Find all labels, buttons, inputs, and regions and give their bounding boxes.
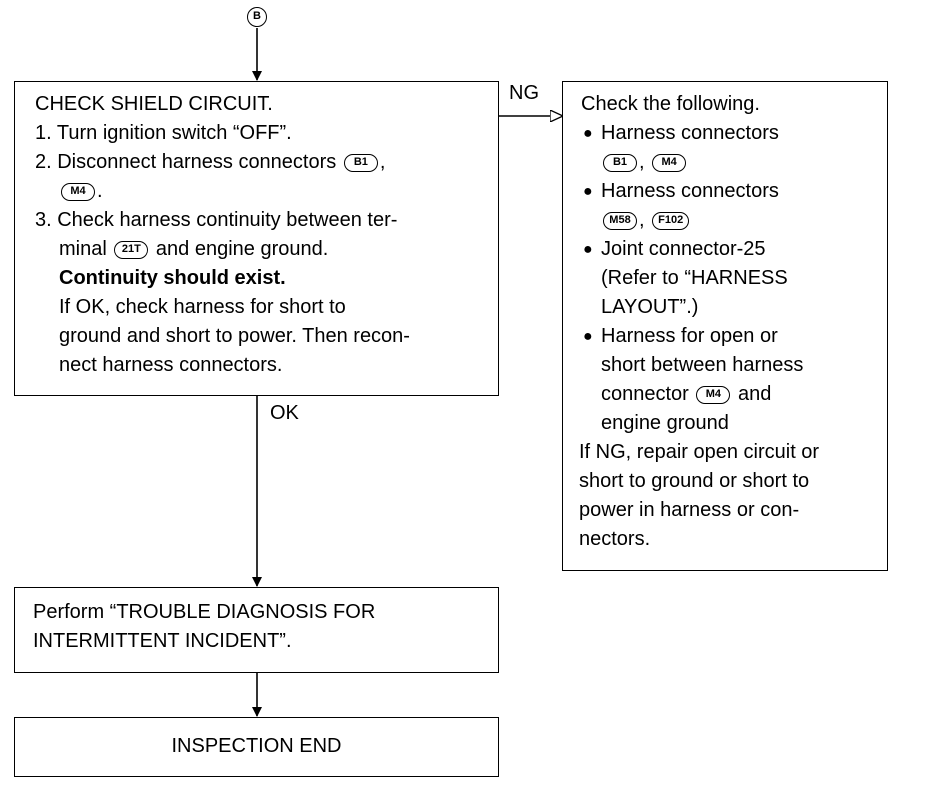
ng-item4-conn-post: and <box>737 383 772 405</box>
ng-item2: Harness connectors <box>601 180 779 202</box>
ng-repair-line1: If NG, repair open circuit or <box>579 441 820 463</box>
ng-item1: Harness connectors <box>601 122 779 144</box>
inspection-end-text: INSPECTION END <box>171 735 342 757</box>
perform-line2: INTERMITTENT INCIDENT”. <box>33 630 292 652</box>
shield-step3-line1: 3. Check harness continuity between ter- <box>35 209 398 231</box>
shield-step3-rest: and engine ground. <box>155 238 329 260</box>
inspection-end-box: INSPECTION END <box>14 717 499 777</box>
ng-item4-conn-pre: connector <box>601 383 689 405</box>
bullet-4: ● <box>583 328 593 345</box>
ng-item3-line3: LAYOUT”.) <box>601 296 699 318</box>
ng-item2-conns: M58, F102 <box>601 206 691 235</box>
ng-item1-conns: B1, M4 <box>601 148 688 177</box>
perform-trouble-diagnosis-box: Perform “TROUBLE DIAGNOSIS FOR INTERMITT… <box>14 587 499 673</box>
bullet-3: ● <box>583 241 593 258</box>
connector-m58: M58 <box>603 211 637 230</box>
bullet-1: ● <box>583 125 593 142</box>
shield-title: CHECK SHIELD CIRCUIT. <box>35 93 273 115</box>
shield-step3-line2: minal 21T and engine ground. <box>59 235 328 264</box>
connector-b1: B1 <box>603 153 637 172</box>
check-shield-circuit-box: CHECK SHIELD CIRCUIT. 1. Turn ignition s… <box>14 81 499 396</box>
continuity-requirement: Continuity should exist. <box>59 267 286 289</box>
ng-item4-line2: short between harness <box>601 354 804 376</box>
ng-repair-line4: nectors. <box>579 528 651 550</box>
shield-step1: 1. Turn ignition switch “OFF”. <box>35 122 292 144</box>
ng-intro: Check the following. <box>581 93 760 115</box>
ng-item3-line1: Joint connector-25 <box>601 238 766 260</box>
perform-line1: Perform “TROUBLE DIAGNOSIS FOR <box>33 601 376 623</box>
connector-m4: M4 <box>652 153 687 172</box>
start-connector-b: B <box>247 7 267 27</box>
check-following-box: Check the following. ● Harness connector… <box>562 81 888 571</box>
connector-m4: M4 <box>696 385 731 404</box>
shield-step2-text: 2. Disconnect harness connectors <box>35 151 337 173</box>
ng-item4-line3: connector M4 and <box>601 380 771 409</box>
connector-b1: B1 <box>343 153 378 172</box>
shield-ok-line2: ground and short to power. Then recon- <box>59 325 410 347</box>
terminal-21t: 21T <box>114 240 149 259</box>
ng-repair-line3: power in harness or con- <box>579 499 800 521</box>
shield-step2: 2. Disconnect harness connectors B1, <box>35 151 386 173</box>
connector-m4: M4 <box>61 182 95 201</box>
shield-ok-line1: If OK, check harness for short to <box>59 296 346 318</box>
ng-item3-line2: (Refer to “HARNESS <box>601 267 788 289</box>
ng-label: NG <box>509 82 539 104</box>
shield-step3-minal: minal <box>59 238 107 260</box>
ng-item4-line1: Harness for open or <box>601 325 778 347</box>
shield-step2-cont: M4. <box>59 177 103 206</box>
ok-label: OK <box>270 402 299 424</box>
connector-f102: F102 <box>652 211 690 230</box>
shield-ok-line3: nect harness connectors. <box>59 354 283 376</box>
ng-repair-line2: short to ground or short to <box>579 470 810 492</box>
bullet-2: ● <box>583 183 593 200</box>
ng-item4-line4: engine ground <box>601 412 729 434</box>
